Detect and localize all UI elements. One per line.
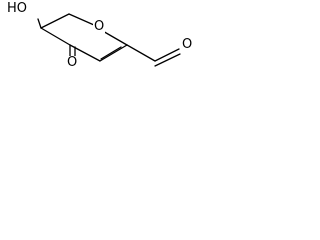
bond-c6-o1: [68, 13, 95, 26]
bond-cho-oxygen-double: [154, 53, 181, 67]
ketone-oxygen-label: O: [66, 55, 79, 70]
bond-c2-cho: [126, 44, 156, 62]
bond-skeleton: [37, 13, 181, 67]
bond-c5-oh: [37, 18, 42, 29]
bond-c5-c6: [40, 13, 70, 29]
hydroxyl-label: HO: [6, 1, 29, 16]
aldehyde-oxygen-label: O: [181, 37, 194, 52]
bond-c2-c3-double: [100, 46, 122, 60]
ring-oxygen-label: O: [93, 19, 106, 34]
bond-cho-oxygen: [154, 48, 180, 62]
bond-c4-c5: [40, 27, 71, 46]
bond-c2-c3: [99, 44, 128, 62]
bond-o1-c2: [100, 29, 128, 46]
